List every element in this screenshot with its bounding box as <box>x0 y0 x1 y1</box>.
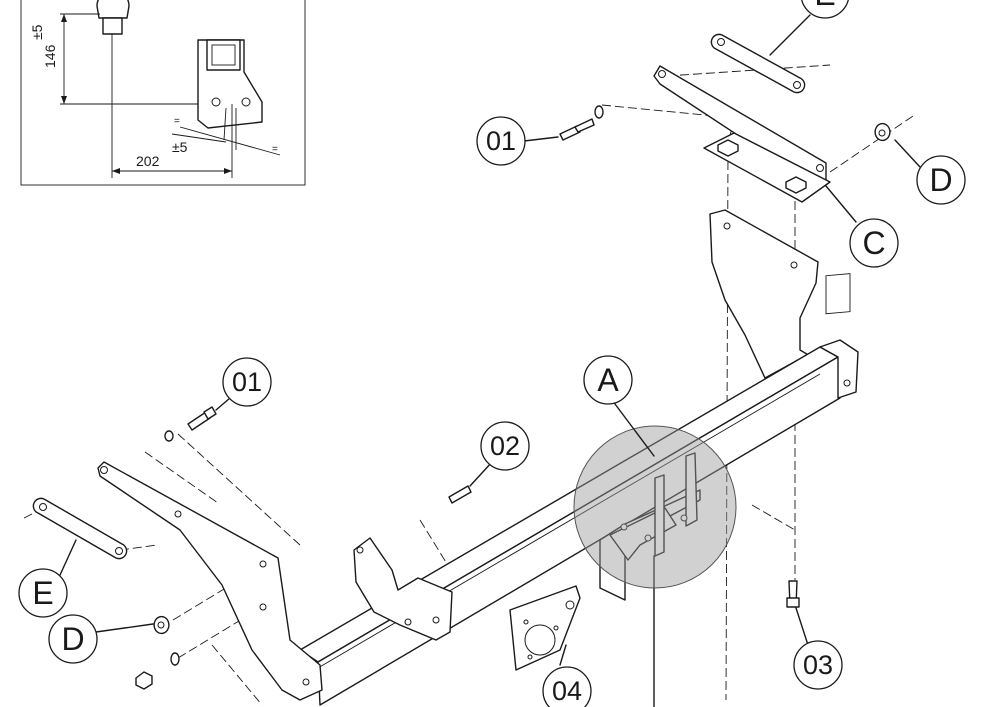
callout-E-top: E <box>801 0 849 19</box>
side-bracket-right <box>709 209 819 379</box>
washer-left-top <box>164 430 174 442</box>
hitch-neck-assembly <box>599 452 701 707</box>
tow-ball-head <box>96 0 130 19</box>
callout-03-label: 03 <box>803 650 833 680</box>
dim-146: 146 <box>42 44 58 68</box>
callout-C: C <box>849 218 899 268</box>
nut-on-plate-left <box>717 139 739 157</box>
callout-C-label: C <box>862 225 885 261</box>
callout-04-label: 04 <box>552 676 582 706</box>
callout-E-left-label: E <box>32 575 53 611</box>
callout-02-label: 02 <box>490 431 520 461</box>
callout-01-top-label: 01 <box>486 126 516 156</box>
callout-01-left-label: 01 <box>232 367 262 397</box>
callout-02: 02 <box>480 421 530 471</box>
left-bracket-assembly <box>32 406 472 701</box>
callout-A: A <box>583 355 633 405</box>
bolt-01-top-head <box>559 125 581 141</box>
dim-angle-tolerance: ±5 <box>172 139 188 155</box>
callout-D-left-label: D <box>61 621 84 657</box>
callout-D-right: D <box>916 155 966 205</box>
washer-top <box>594 105 604 119</box>
inset-frame <box>20 0 306 186</box>
bottom-nut-left <box>135 671 153 690</box>
eq-mark-left: = <box>174 116 180 127</box>
spacer-bar-top <box>710 33 806 94</box>
bolt-03-head <box>786 597 800 608</box>
callout-01-top: 01 <box>476 116 526 166</box>
inset-detail: 146 ±5 = = ±5 202 <box>20 0 306 186</box>
hook-bracket-right <box>685 452 698 527</box>
callout-04: 04 <box>542 666 592 707</box>
hook-bracket-left <box>654 474 665 557</box>
tow-ball-neck <box>102 17 123 35</box>
bolt-01-top-shank <box>574 118 595 133</box>
leader-lines <box>59 14 921 666</box>
callout-E-left: E <box>18 568 68 618</box>
washer-left-bottom <box>170 652 180 666</box>
side-plate-left <box>97 461 323 701</box>
spacer-bar-left <box>32 497 128 560</box>
nut-on-plate-right <box>785 176 807 194</box>
eq-mark-right: = <box>272 144 278 155</box>
bolt-02 <box>448 485 472 504</box>
callout-03: 03 <box>793 640 843 690</box>
detail-highlight-A <box>573 425 737 589</box>
front-bracket-left <box>353 537 453 641</box>
dim-146-tolerance: ±5 <box>29 24 45 40</box>
socket-bracket-04 <box>509 585 581 671</box>
callout-A-label: A <box>597 362 619 398</box>
dim-202: 202 <box>136 153 160 169</box>
callout-E-top-label: E <box>814 0 835 12</box>
callout-D-left: D <box>48 614 98 664</box>
right-bracket-assembly <box>559 33 891 379</box>
callout-01-left: 01 <box>222 357 272 407</box>
callout-D-right-label: D <box>929 162 952 198</box>
